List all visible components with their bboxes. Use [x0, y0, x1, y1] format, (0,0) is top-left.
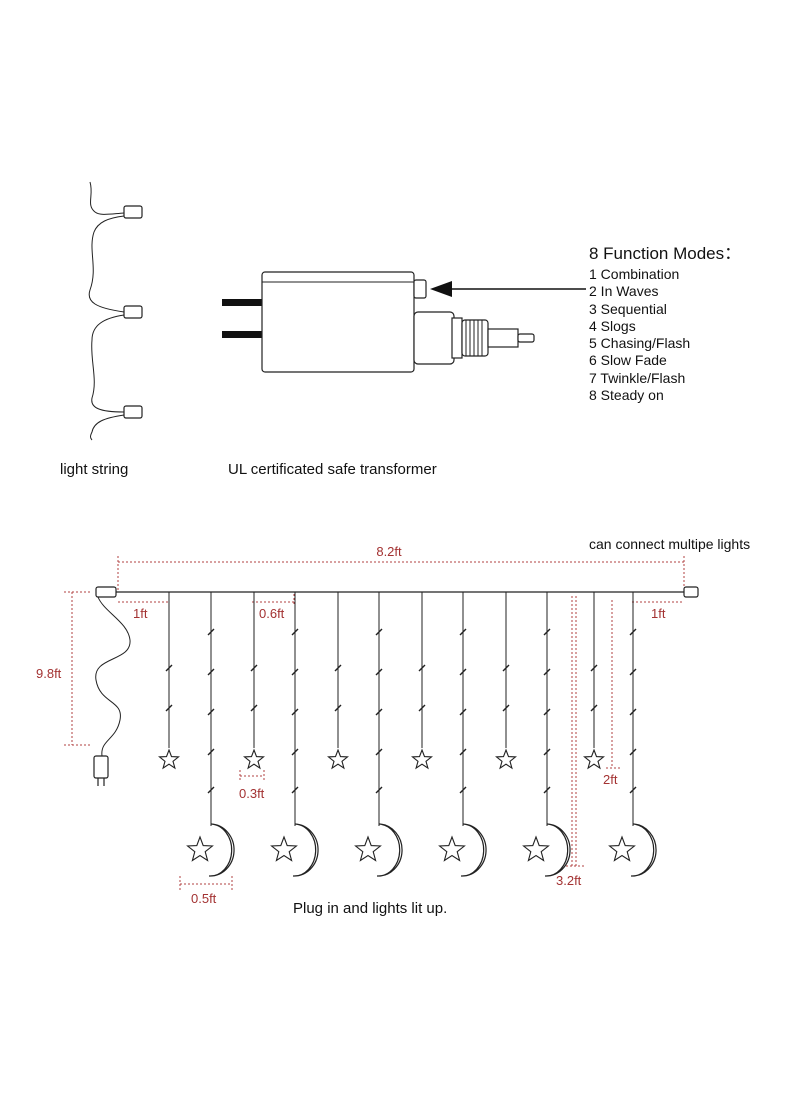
star-light-icon — [495, 748, 517, 770]
mini-bulb-icon — [629, 786, 637, 794]
mini-bulb-icon — [590, 664, 598, 672]
moon-star-icon — [270, 835, 298, 862]
cord-length-label: 9.8ft — [36, 666, 62, 681]
mode-item: 2 In Waves — [589, 283, 659, 299]
star-width-label: 0.3ft — [239, 786, 265, 801]
lead-left-label: 1ft — [133, 606, 148, 621]
star-light-icon — [158, 748, 180, 770]
mini-bulb-icon — [165, 704, 173, 712]
mini-bulb-icon — [207, 628, 215, 636]
moon-star-icon — [522, 835, 550, 862]
caption: Plug in and lights lit up. — [293, 900, 447, 917]
star-light-icon — [583, 748, 605, 770]
arrow-left-icon — [430, 281, 586, 297]
mini-bulb-icon — [459, 628, 467, 636]
crescent-moon-icon — [544, 823, 571, 877]
moon-star-icon — [354, 835, 382, 862]
star-light-icon — [327, 748, 349, 770]
mini-bulb-icon — [207, 708, 215, 716]
mini-bulb-icon — [543, 786, 551, 794]
mini-bulb-icon — [207, 668, 215, 676]
mini-bulb-icon — [291, 708, 299, 716]
mode-item: 4 Slogs — [589, 318, 636, 334]
mini-bulb-icon — [291, 748, 299, 756]
light-string-illustration — [88, 181, 143, 441]
mini-bulb-icon — [250, 664, 258, 672]
modes-list: 1 Combination 2 In Waves 3 Sequential 4 … — [589, 266, 690, 403]
mode-item: 1 Combination — [589, 266, 679, 282]
crescent-moon-icon — [376, 823, 403, 877]
star-light-icon — [411, 748, 433, 770]
bulb-socket-icon — [123, 305, 143, 319]
crescent-moon-icon — [208, 823, 235, 877]
moon-star-icon — [438, 835, 466, 862]
bulb-socket-icon — [123, 205, 143, 219]
mini-bulb-icon — [590, 704, 598, 712]
mini-bulb-icon — [502, 704, 510, 712]
transformer-label: UL certificated safe transformer — [228, 461, 437, 478]
mini-bulb-icon — [250, 704, 258, 712]
mini-bulb-icon — [375, 668, 383, 676]
connect-note: can connect multipe lights — [589, 536, 750, 552]
mini-bulb-icon — [543, 628, 551, 636]
moon-star-icon — [608, 835, 636, 862]
light-strands — [158, 592, 657, 877]
lead-right-label: 1ft — [651, 606, 666, 621]
mini-bulb-icon — [418, 664, 426, 672]
short-drop-label: 2ft — [603, 772, 618, 787]
transformer-icon — [222, 271, 535, 373]
left-connector-icon — [95, 586, 117, 598]
mini-bulb-icon — [543, 668, 551, 676]
crescent-moon-icon — [292, 823, 319, 877]
moon-width-label: 0.5ft — [191, 891, 217, 906]
bulb-socket-icon — [123, 405, 143, 419]
mini-bulb-icon — [629, 668, 637, 676]
mini-bulb-icon — [375, 786, 383, 794]
power-cord — [95, 596, 131, 757]
light-string-label: light string — [60, 461, 128, 478]
mini-bulb-icon — [291, 668, 299, 676]
crescent-moon-icon — [630, 823, 657, 877]
mini-bulb-icon — [629, 748, 637, 756]
mode-item: 7 Twinkle/Flash — [589, 370, 685, 386]
moon-star-icon — [186, 835, 214, 862]
mode-item: 5 Chasing/Flash — [589, 335, 690, 351]
crescent-moon-icon — [460, 823, 487, 877]
total-width-label: 8.2ft — [376, 544, 402, 559]
spacing-label: 0.6ft — [259, 606, 285, 621]
mini-bulb-icon — [629, 628, 637, 636]
mini-bulb-icon — [459, 786, 467, 794]
mini-bulb-icon — [334, 664, 342, 672]
star-light-icon — [243, 748, 265, 770]
mini-bulb-icon — [543, 708, 551, 716]
mini-bulb-icon — [543, 748, 551, 756]
mode-item: 8 Steady on — [589, 387, 664, 403]
mini-bulb-icon — [459, 708, 467, 716]
mini-bulb-icon — [165, 664, 173, 672]
plug-icon — [93, 755, 109, 779]
mini-bulb-icon — [207, 786, 215, 794]
mini-bulb-icon — [207, 748, 215, 756]
mode-item: 3 Sequential — [589, 301, 667, 317]
long-drop-label: 3.2ft — [556, 873, 582, 888]
mini-bulb-icon — [291, 786, 299, 794]
right-connector-icon — [683, 586, 699, 598]
mode-item: 6 Slow Fade — [589, 352, 667, 368]
mode-button-icon — [413, 279, 427, 299]
mini-bulb-icon — [375, 748, 383, 756]
mini-bulb-icon — [291, 628, 299, 636]
modes-title: 8 Function Modes： — [589, 244, 741, 263]
mini-bulb-icon — [459, 748, 467, 756]
mini-bulb-icon — [375, 628, 383, 636]
mini-bulb-icon — [375, 708, 383, 716]
mini-bulb-icon — [629, 708, 637, 716]
mini-bulb-icon — [502, 664, 510, 672]
mini-bulb-icon — [459, 668, 467, 676]
mini-bulb-icon — [334, 704, 342, 712]
mini-bulb-icon — [418, 704, 426, 712]
